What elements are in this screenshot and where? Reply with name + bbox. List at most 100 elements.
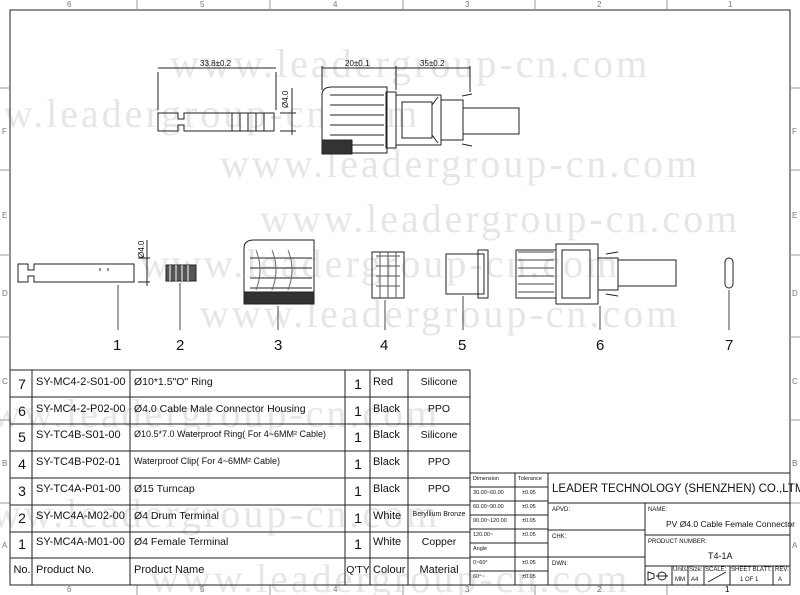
zone-label: 2 (597, 585, 602, 594)
zone-label: 6 (67, 585, 72, 594)
sheet-label: SHEET BLATT: (731, 567, 772, 573)
bom-cell-no: 7 (18, 376, 26, 392)
part-4-waterproof-clip (371, 251, 405, 299)
bom-cell-qty: 1 (354, 509, 362, 526)
bom-cell-qty: 1 (354, 482, 362, 499)
units-value: MM (675, 577, 685, 583)
zone-label: 5 (200, 585, 205, 594)
bom-cell-qty: 1 (354, 402, 362, 419)
zone-label: 5 (200, 0, 205, 9)
bom-cell-product-no: Product No. (36, 564, 95, 576)
part-label: 6 (596, 337, 605, 354)
company-name: LEADER TECHNOLOGY (SHENZHEN) CO.,LTMITED (552, 483, 800, 495)
rev-value: A (778, 577, 783, 583)
part-1-female-terminal (17, 240, 150, 286)
title-block-grid (469, 472, 791, 586)
bom-cell-product-name: Ø10*1.5"O" Ring (134, 376, 213, 388)
zone-label: 3 (465, 585, 470, 594)
apvd-label: APVD: (552, 507, 571, 513)
bom-cell-qty: 1 (354, 536, 362, 553)
bom-cell-material: Silicone (420, 429, 458, 442)
size-value: A4 (691, 577, 699, 583)
part-6-housing (515, 243, 677, 305)
zone-label: 6 (67, 0, 72, 9)
tolerance-cell: 60°~ (473, 574, 485, 580)
watermark: www.leadergroup-cn.com (220, 141, 701, 186)
tolerance-cell: 0~60° (473, 560, 488, 566)
tolerance-cell: ±0.05 (522, 504, 536, 510)
bom-cell-colour: Black (373, 456, 400, 469)
zone-label: 4 (333, 585, 338, 594)
bom-cell-colour: Black (373, 429, 400, 442)
bom-cell-no: 5 (18, 429, 26, 446)
dimension-label: Ø4.0 (281, 90, 290, 108)
tolerance-cell: ±0.05 (522, 532, 536, 538)
bom-cell-product-name: Product Name (134, 564, 205, 576)
bom-cell-no: 3 (18, 482, 26, 499)
dimension-label: 33.8±0.2 (200, 59, 232, 68)
part-2-drum-terminal (165, 264, 197, 282)
zone-label: A (792, 541, 798, 550)
connector-assembly-view (321, 66, 520, 155)
zone-label: D (792, 289, 798, 298)
zone-label: C (2, 377, 8, 386)
zone-label: E (792, 211, 798, 220)
bom-cell-product-name: Ø10.5*7.0 Waterproof Ring( For 4~6MM² Ca… (134, 429, 326, 440)
bom-cell-product-name: Ø4 Female Terminal (134, 536, 229, 549)
bom-cell-material: PPO (427, 482, 451, 495)
watermark: www.leadergroup-cn.com (170, 41, 651, 86)
tolerance-cell: 120.00~ (473, 532, 494, 538)
part-label: 4 (380, 337, 389, 354)
bom-cell-colour: Red (373, 376, 394, 388)
watermark: www.leadergroup-cn.com (0, 491, 441, 536)
dimension-label: 20±0.1 (345, 59, 370, 68)
zone-label: 2 (597, 0, 602, 9)
dimension-label: Ø4.0 (137, 240, 146, 258)
bom-cell-product-no: SY-TC4B-P02-01 (36, 456, 121, 469)
bom-cell-product-name: Ø4 Drum Terminal (134, 509, 219, 522)
zone-label: C (792, 377, 798, 386)
part-label: 1 (113, 337, 122, 354)
bom-grid (9, 369, 471, 586)
tolerance-cell: 90.00~120.00 (473, 518, 507, 524)
sheet-value: 1 OF 1 (740, 577, 759, 583)
part-label: 7 (725, 337, 734, 354)
zone-label: D (2, 289, 8, 298)
bom-cell-colour: Black (373, 482, 400, 495)
zone-label: 4 (333, 0, 338, 9)
size-label: Size: (689, 567, 703, 573)
zone-label: F (2, 127, 7, 136)
part-label: 2 (176, 337, 185, 354)
bom-cell-no: 2 (18, 509, 26, 526)
product-name: PV Ø4.0 Cable Female Connector (666, 519, 795, 529)
bom-cell-product-no: SY-MC4-2-S01-00 (36, 376, 126, 388)
dwn-label: DWN: (552, 561, 568, 567)
product-number: T4-1A (708, 551, 733, 561)
tolerance-cell: ±0.05 (522, 560, 536, 566)
zone-label: 1 (725, 585, 730, 594)
bom-cell-product-name: Ø4.0 Cable Male Connector Housing (134, 402, 306, 415)
part-label: 3 (274, 337, 283, 354)
bom-cell-material: Material (419, 564, 459, 576)
leader-lines (117, 283, 730, 330)
tolerance-cell: ±0.05 (522, 490, 536, 496)
units-label: Units: (673, 567, 689, 573)
bom-cell-product-no: SY-TC4A-P01-00 (36, 482, 121, 495)
bom-cell-no: 6 (18, 402, 26, 419)
bom-cell-qty: Q'TY (346, 564, 370, 576)
bom-cell-product-no: SY-TC4B-S01-00 (36, 429, 121, 442)
bom-cell-product-no: SY-MC4-2-P02-00 (36, 402, 126, 415)
tolerance-cell: ±0.05 (522, 574, 536, 580)
dimension-label: 35±0.2 (420, 59, 445, 68)
tolerance-cell: Tolerance (518, 476, 542, 482)
bom-cell-no: 4 (18, 456, 26, 473)
part-7-o-ring (724, 257, 734, 289)
bom-cell-colour: Colour (373, 564, 406, 576)
bom-cell-colour: White (373, 509, 402, 522)
part-label: 5 (458, 337, 467, 354)
zone-label: B (2, 459, 8, 468)
bom-cell-material: Silicone (420, 376, 458, 388)
bom-cell-material: Beryllium Bronze (412, 510, 466, 518)
